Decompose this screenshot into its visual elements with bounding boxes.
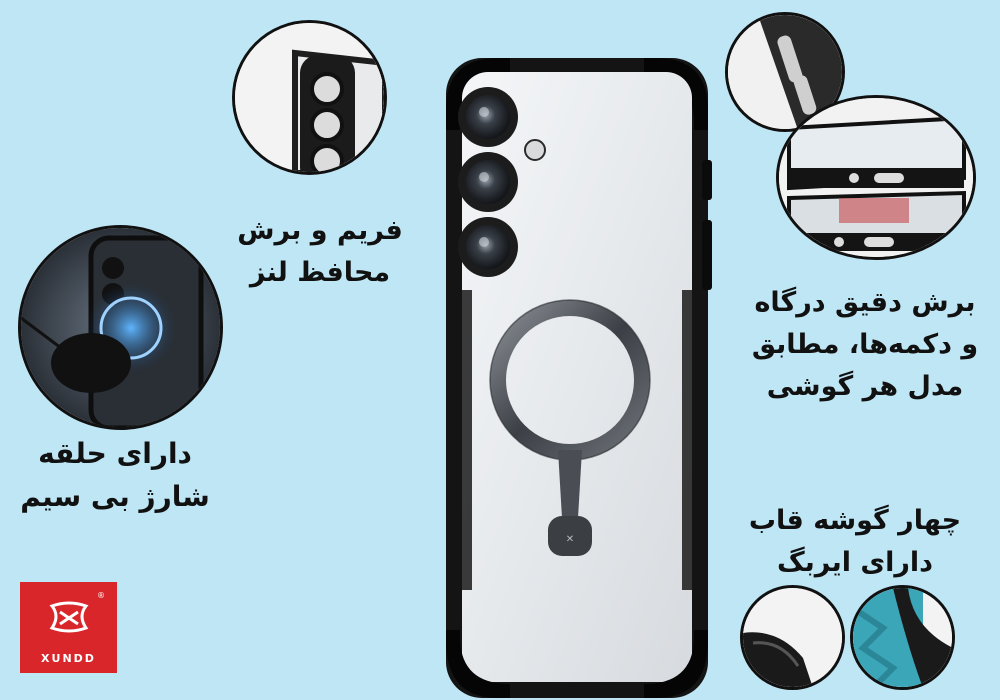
xundd-logo: ® XUNDD <box>20 582 117 673</box>
port-cutout-closeup-icon <box>728 15 842 129</box>
airbag-caption-line-1: چهار گوشه قاب <box>748 505 962 536</box>
lens-caption-line-2: محافظ لنز <box>249 256 391 288</box>
ports-caption: برش دقیق درگاه و دکمه‌ها، مطابق مدل هر گ… <box>735 282 995 408</box>
xundd-wings-logo-icon <box>49 601 89 633</box>
phone-case-image: ✕ <box>446 58 712 698</box>
ports-caption-line-2: و دکمه‌ها، مطابق <box>751 328 979 360</box>
brand-name: XUNDD <box>41 652 96 665</box>
wireless-charging-closeup-circle <box>18 225 223 430</box>
ports-caption-line-1: برش دقیق درگاه <box>754 287 976 318</box>
airbag-corner-closeup-icon <box>853 588 952 687</box>
ports-caption-line-3: مدل هر گوشی <box>766 370 964 402</box>
svg-text:✕: ✕ <box>566 534 574 545</box>
airbag-caption: چهار گوشه قاب دارای ایربگ <box>730 500 980 584</box>
wireless-caption: دارای حلقه شارژ بی سیم <box>0 432 230 519</box>
side-button-closeup-circle <box>725 12 845 132</box>
lens-caption: فریم و برش محافظ لنز <box>205 210 435 294</box>
corner-closeup-circle-right <box>850 585 955 690</box>
lens-caption-line-1: فریم و برش <box>237 215 403 246</box>
corner-closeup-circle-left <box>740 585 845 690</box>
wireless-caption-line-2: شارژ بی سیم <box>20 480 210 514</box>
bottom-port-closeup-circle <box>776 95 976 260</box>
bottom-port-closeup-icon <box>779 98 973 257</box>
lens-closeup-circle <box>232 20 387 175</box>
wireless-caption-line-1: دارای حلقه <box>38 437 192 470</box>
camera-lens-frame-closeup-icon <box>235 23 384 172</box>
airbag-caption-line-2: دارای ایربگ <box>776 546 934 578</box>
airbag-corner-closeup-icon <box>743 588 842 687</box>
wireless-charger-closeup-icon <box>21 228 220 427</box>
registered-mark: ® <box>97 591 105 600</box>
